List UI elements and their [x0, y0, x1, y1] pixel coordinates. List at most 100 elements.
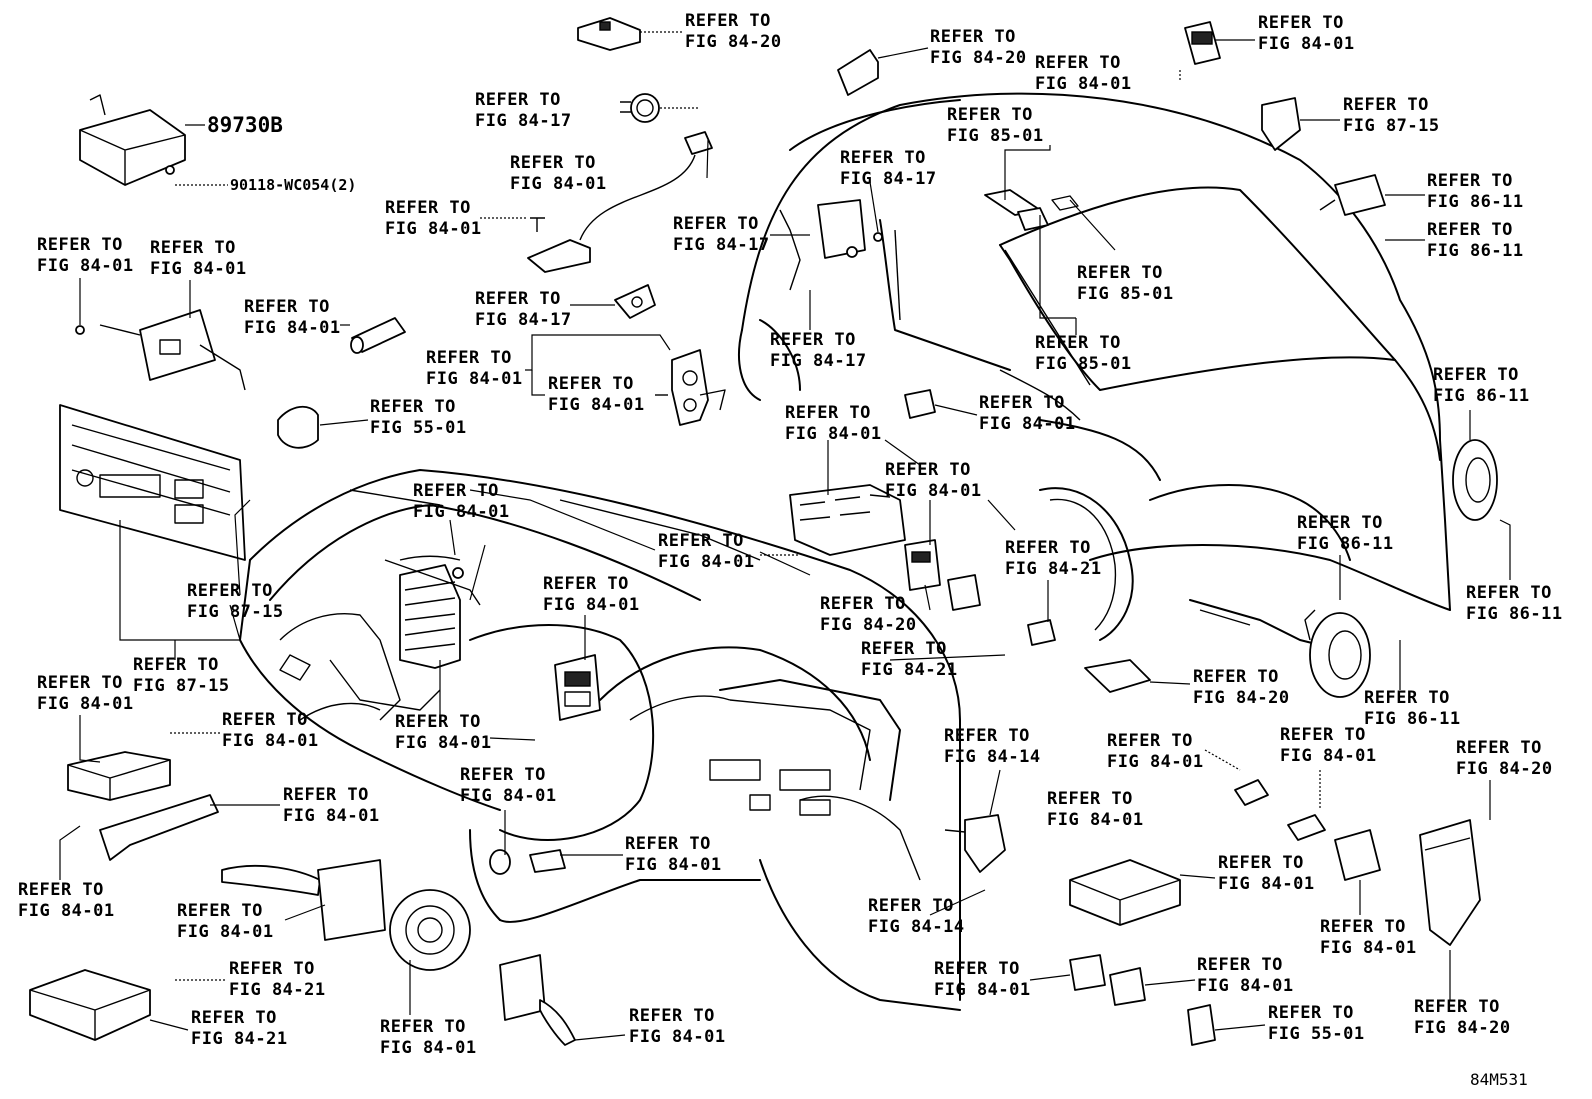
buzzer-unit — [904, 539, 941, 591]
vehicle-body-outline — [738, 92, 1451, 651]
climate-control-panel — [59, 404, 246, 561]
sensor-right-top — [1261, 97, 1301, 151]
combination-switch-stalk — [221, 859, 386, 941]
connector-switch — [1334, 829, 1381, 881]
speaker-cone-left — [277, 406, 319, 449]
horn-right-top — [1452, 439, 1498, 521]
ecu-bottom-left — [67, 751, 171, 801]
dashboard-outline — [239, 469, 961, 1011]
relay-top-right — [1184, 21, 1221, 65]
small-screw — [530, 217, 545, 232]
sensor-center-right — [1027, 619, 1056, 646]
leader-lines — [59, 31, 1511, 1041]
horn-right-bottom — [1304, 609, 1371, 698]
ecu-right-lower — [1069, 859, 1181, 926]
interior-sensor-cluster — [817, 199, 883, 259]
bracket-bottom-left — [99, 794, 219, 861]
sensor-84-14 — [944, 814, 1006, 873]
cylinder-sensor — [350, 317, 406, 354]
clip-right-mid — [1084, 659, 1151, 693]
seat-switch-a — [1069, 954, 1106, 991]
dash-cylinder — [489, 849, 566, 875]
switch-module-center — [554, 654, 601, 721]
door-switch — [904, 389, 936, 419]
part-number-bolt: 90118-WC054(2) — [230, 176, 356, 194]
ecu-bracket-far-right — [1419, 819, 1481, 946]
window-switch-block — [789, 484, 906, 556]
diagram-code: 84M531 — [1470, 1070, 1528, 1089]
stop-lamp-switch-b — [1287, 814, 1326, 841]
main-body-ecu — [384, 559, 481, 669]
small-switch-bottom — [1187, 1004, 1216, 1046]
bracket-84-20-top — [837, 49, 879, 96]
cable-sensor — [527, 131, 713, 273]
relay-cube — [947, 574, 981, 611]
tire-pressure-module — [79, 94, 186, 186]
connector-clip-top — [577, 17, 641, 51]
roof-sensor-parts — [984, 189, 1079, 231]
bracket-sensor — [614, 284, 656, 319]
relay-right-mid — [1319, 174, 1386, 216]
stop-lamp-switch-a — [1234, 779, 1269, 806]
wiper-switch — [499, 954, 576, 1046]
ring-sensor — [620, 93, 660, 123]
